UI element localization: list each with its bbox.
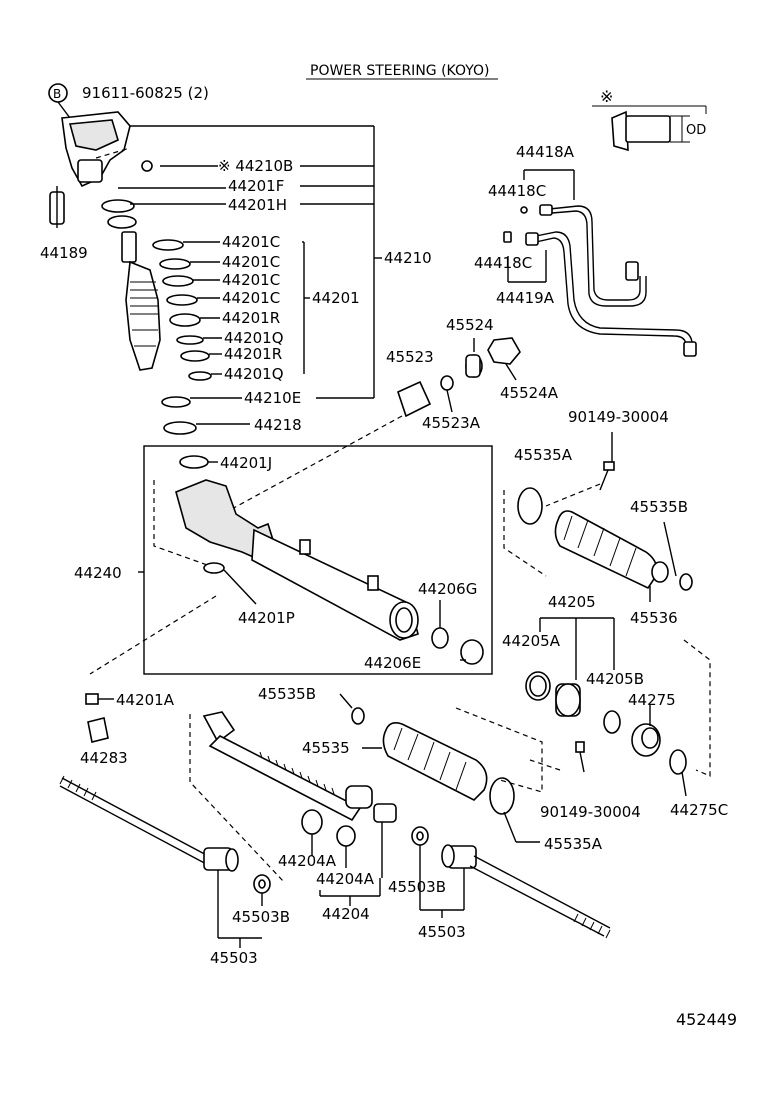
label-44204A-2: 44204A [316,870,375,888]
rack-bar [202,711,397,906]
rack-housing-box [138,445,493,675]
label-45524: 45524 [446,316,494,334]
label-44201R-2: 44201R [224,345,282,363]
bushing-group [525,617,711,797]
label-44419A: 44419A [496,289,555,307]
label-44201: 44201 [312,289,360,307]
label-91611-60825: 91611-60825 (2) [82,84,209,102]
tie-rod-left [59,714,285,948]
label-44206E: 44206E [364,654,421,672]
label-44201A: 44201A [116,691,175,709]
label-44204A-1: 44204A [278,852,337,870]
label-44201H: 44201H [228,196,287,214]
label-44201C-3: 44201C [222,271,280,289]
label-44201C-2: 44201C [222,253,280,271]
label-45535B-1: 45535B [630,498,688,516]
seal-rings [152,239,212,435]
label-45524A: 45524A [500,384,559,402]
note-symbol: ※ [600,87,613,106]
label-44275C: 44275C [670,801,728,819]
label-44201C-1: 44201C [222,233,280,251]
diagram-title: POWER STEERING (KOYO) [310,63,489,79]
label-44205B: 44205B [586,670,644,688]
label-45503B-1: 45503B [388,878,446,896]
label-45535A-1: 45535A [514,446,573,464]
label-45536: 45536 [630,609,678,627]
label-44201Q-1: 44201Q [224,329,284,347]
label-44275: 44275 [628,691,676,709]
label-44201Q-2: 44201Q [224,365,284,383]
label-44201R-1: 44201R [222,309,280,327]
boot-right [503,432,693,602]
od-label: OD [686,123,706,138]
boot-center [339,693,585,843]
pinion-shaft [121,231,161,371]
label-45523A: 45523A [422,414,481,432]
label-90149-30004-2: 90149-30004 [540,803,641,821]
label-44218: 44218 [254,416,302,434]
tie-rod-right [411,826,611,939]
label-45535B-2: 45535B [258,685,316,703]
label-90149-30004-1: 90149-30004 [568,408,669,426]
label-44210B: ※ 44210B [218,157,293,175]
label-44204: 44204 [322,905,370,923]
label-44205: 44205 [548,593,596,611]
label-44201P: 44201P [238,609,295,627]
valve-housing: B [48,83,153,229]
label-44189: 44189 [40,244,88,262]
label-45523: 45523 [386,348,434,366]
b-marker: B [53,87,61,101]
label-44201C-4: 44201C [222,289,280,307]
label-44418C-1: 44418C [488,182,546,200]
label-44283: 44283 [80,749,128,767]
label-44240: 44240 [74,564,122,582]
label-44210E: 44210E [244,389,301,407]
drawing-number: 452449 [676,1010,737,1029]
label-44201F: 44201F [228,177,284,195]
note-od-detail: ※ OD [592,87,707,152]
label-45503-2: 45503 [210,949,258,967]
label-44206G: 44206G [418,580,477,598]
label-45503B-2: 45503B [232,908,290,926]
label-44205A: 44205A [502,632,561,650]
label-44418C-2: 44418C [474,254,532,272]
label-44210: 44210 [384,249,432,267]
lower-left-fittings [85,595,217,743]
label-45535: 45535 [302,739,350,757]
label-45535A-2: 45535A [544,835,603,853]
pressure-tubes [503,169,697,357]
label-45503-1: 45503 [418,923,466,941]
label-44418A: 44418A [516,143,575,161]
rack-guide-parts [229,337,521,511]
label-44201J: 44201J [220,454,272,472]
